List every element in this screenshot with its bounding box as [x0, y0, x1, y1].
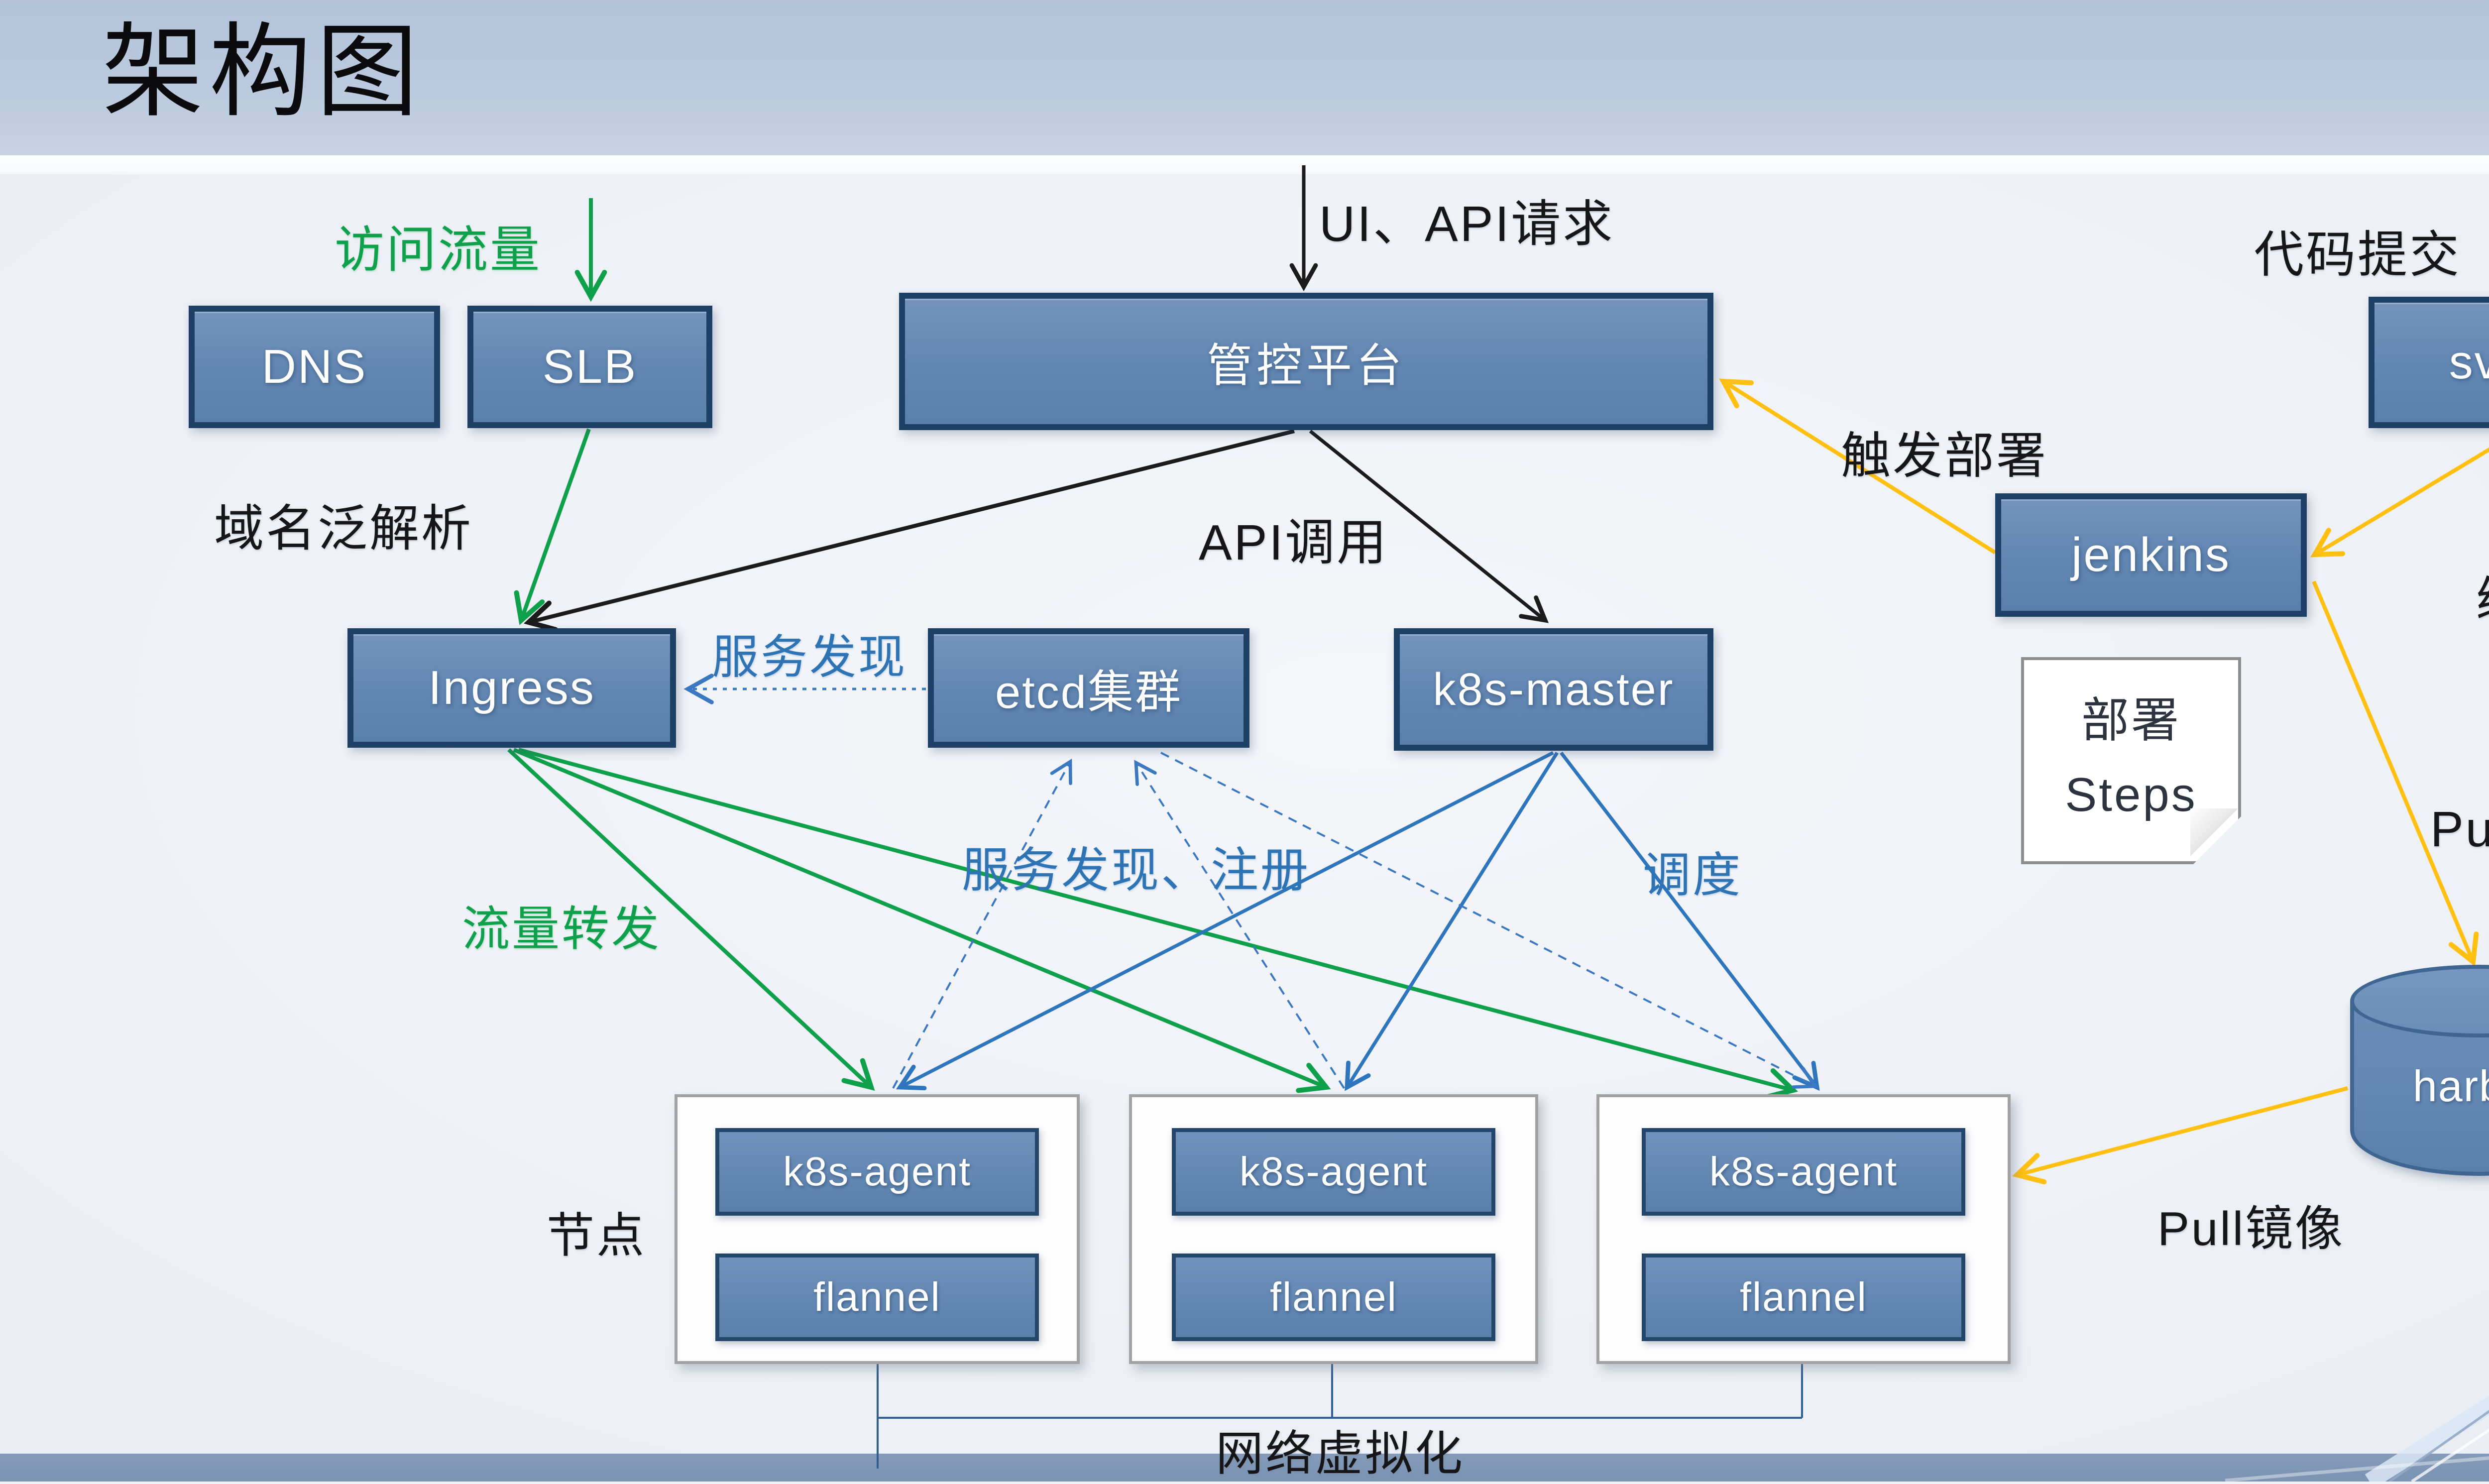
api-call-label: API调用 [1199, 515, 1389, 571]
etcd-box: etcd集群 [928, 628, 1249, 748]
flannel-label: flannel [1740, 1274, 1867, 1320]
footer-streak [2225, 1456, 2489, 1482]
traffic-forward-label: 流量转发 [462, 903, 661, 956]
k8s-agent-box-1: k8s-agent [715, 1128, 1039, 1216]
arrow-ingress-to-node3 [518, 748, 1798, 1100]
arrow-platform-to-master-api-call [1309, 430, 1549, 623]
service-discovery-label: 服务发现 [712, 631, 907, 683]
arrow-etcd-node3-discovery [1160, 752, 1818, 1089]
jenkins-box: jenkins [1995, 493, 2307, 617]
flannel-box-3: flannel [1642, 1254, 1965, 1341]
arrow-master-to-node3 [1560, 751, 1820, 1091]
ingress-box: Ingress [347, 628, 676, 748]
network-virtualization-label: 网络虚拟化 [1216, 1427, 1465, 1481]
flannel-box-2: flannel [1172, 1254, 1495, 1341]
footer-band [0, 1454, 2489, 1482]
slb-label: SLB [542, 340, 638, 393]
header-band [0, 0, 2489, 155]
arrow-master-to-node2 [1345, 752, 1559, 1091]
k8s-agent-label: k8s-agent [1709, 1149, 1898, 1194]
wildcard-dns-label: 域名泛解析 [214, 501, 473, 557]
arrow-jenkins-trigger-deploy [1719, 378, 1997, 555]
header-divider [0, 155, 2489, 174]
harbor-label: harbor [2412, 1061, 2489, 1111]
k8s-master-box: k8s-master [1394, 628, 1713, 751]
flannel-box-1: flannel [715, 1254, 1039, 1341]
arrow-ingress-to-node1 [507, 748, 875, 1091]
service-discovery-register-label: 服务发现、注册 [962, 844, 1310, 897]
dns-label: DNS [261, 340, 367, 393]
arrow-ingress-to-node2 [513, 748, 1331, 1093]
trigger-deploy-label: 触发部署 [1841, 428, 2048, 484]
svngit-box: svn/git [2369, 297, 2489, 428]
k8s-agent-box-2: k8s-agent [1172, 1128, 1495, 1216]
bottom-swoosh-highlight [2411, 1428, 2489, 1482]
harbor-cylinder: harbor [2350, 965, 2489, 1176]
access-traffic-label: 访问流量 [335, 222, 542, 278]
node-container-3: k8s-agent flannel [1596, 1094, 2011, 1364]
arrow-slb-to-ingress [514, 428, 591, 625]
jenkins-label: jenkins [2071, 528, 2231, 581]
deploy-steps-line1: 部署 [2081, 694, 2181, 747]
arrow-jenkins-push-image [2312, 580, 2479, 967]
arrow-node1-to-etcd-register [892, 758, 1072, 1089]
ui-api-request-label: UI、API请求 [1319, 196, 1615, 252]
node-container-2: k8s-agent flannel [1129, 1094, 1538, 1364]
node-container-1: k8s-agent flannel [675, 1094, 1080, 1364]
arrow-svngit-to-jenkins [2310, 447, 2489, 558]
k8s-agent-label: k8s-agent [783, 1149, 972, 1194]
k8s-master-label: k8s-master [1433, 664, 1675, 715]
platform-label: 管控平台 [1206, 340, 1406, 391]
arrow-master-to-node1 [896, 751, 1554, 1091]
push-image-label: Push镜像 [2430, 801, 2489, 857]
pull-image-label: Pull镜像 [2157, 1202, 2345, 1256]
arrow-harbor-pull-image [2012, 1086, 2349, 1185]
bottom-swoosh-band [2365, 1395, 2489, 1482]
page-title: 架构图 [102, 15, 423, 129]
platform-box: 管控平台 [899, 293, 1713, 430]
deploy-steps-line2: Steps [2065, 768, 2197, 821]
dns-box: DNS [189, 306, 440, 428]
svngit-label: svn/git [2449, 336, 2489, 389]
node-label: 节点 [547, 1209, 646, 1262]
slb-box: SLB [467, 306, 712, 428]
arrow-platform-to-ingress [523, 429, 1295, 632]
bottom-swoosh-line [2388, 1410, 2489, 1482]
flannel-label: flannel [1270, 1274, 1397, 1320]
ingress-label: Ingress [428, 661, 595, 714]
etcd-label: etcd集群 [995, 667, 1182, 718]
k8s-agent-box-3: k8s-agent [1642, 1128, 1965, 1216]
arrow-node2-to-etcd-register [1134, 760, 1345, 1089]
flannel-label: flannel [813, 1274, 941, 1320]
k8s-agent-label: k8s-agent [1239, 1149, 1428, 1194]
compile-package-label: 编译、打包 [2476, 560, 2489, 632]
schedule-label: 调度 [1643, 849, 1742, 902]
code-commit-label: 代码提交 [2254, 227, 2461, 283]
